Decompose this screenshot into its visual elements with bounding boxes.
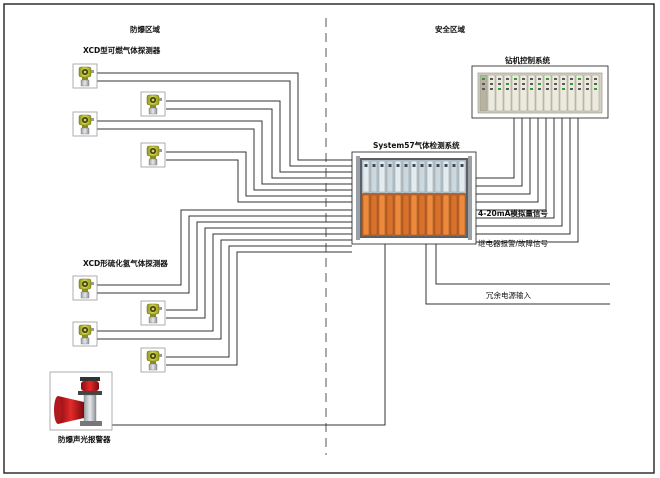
toxic-detector-3 — [72, 321, 98, 347]
toxic-group-label: XCD形硫化氢气体探测器 — [83, 258, 168, 268]
combustible-detector-1 — [72, 63, 98, 89]
toxic-detector-2 — [140, 300, 166, 326]
diagram-border — [3, 3, 655, 474]
combustible-detector-2 — [140, 91, 166, 117]
rack-controller-icon — [351, 151, 477, 245]
combustible-group-label: XCD型可燃气体探测器 — [83, 45, 161, 55]
beacon-siren-icon — [49, 371, 113, 431]
combustible-detector-4 — [140, 142, 166, 168]
combustible-detector-3 — [72, 111, 98, 137]
toxic-detector-4 — [140, 347, 166, 373]
wiring — [97, 72, 610, 426]
controller-label: System57气体检测系统 — [373, 140, 460, 150]
plc-rack-icon — [471, 65, 609, 119]
plc-label: 钻机控制系统 — [505, 55, 550, 65]
analog-signal-label: 4-20mA模拟量信号 — [478, 208, 548, 218]
toxic-detector-1 — [72, 275, 98, 301]
safe-zone-title: 安全区域 — [435, 24, 465, 34]
hazardous-zone-title: 防爆区域 — [130, 24, 160, 34]
relay-signal-label: 继电器报警/故障信号 — [478, 238, 548, 248]
power-input-label: 冗余电源输入 — [486, 290, 531, 300]
alarm-label: 防爆声光报警器 — [58, 434, 111, 444]
